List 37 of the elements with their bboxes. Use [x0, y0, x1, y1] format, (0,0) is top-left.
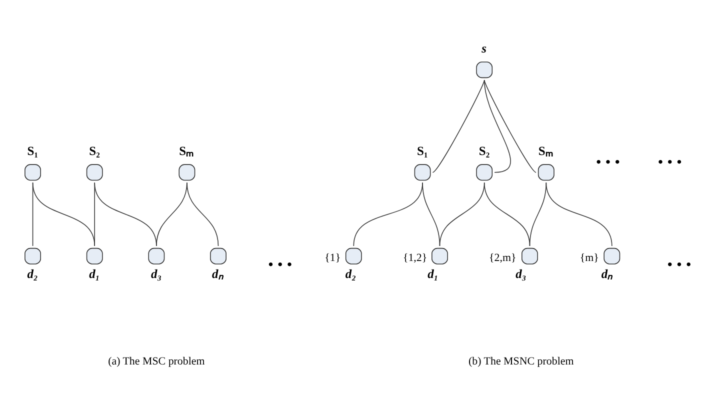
node-label: d₁	[89, 266, 100, 280]
label: (b) The MSNC problem	[468, 355, 574, 368]
node-label: {1,2}	[402, 251, 428, 264]
node-label: Sₘ	[538, 144, 554, 158]
connector	[94, 182, 95, 246]
node-label: {2,m}	[489, 251, 516, 264]
connector	[484, 79, 511, 172]
label: • • •	[658, 153, 682, 170]
connector	[546, 182, 612, 246]
node-label: {1}	[324, 251, 341, 264]
node-label: {m}	[580, 251, 599, 264]
node-label: Sₘ	[179, 144, 194, 158]
node-label: S₁	[417, 144, 428, 158]
node-label: dₙ	[212, 266, 224, 280]
node-label: d₃	[516, 266, 526, 280]
connector	[484, 79, 536, 172]
node-label: dₙ	[601, 266, 613, 280]
connector	[484, 182, 530, 246]
node-label: s	[482, 40, 486, 55]
node-label: S₁	[27, 144, 38, 158]
connector	[353, 182, 423, 246]
label: • • •	[268, 256, 292, 273]
label: • • •	[667, 256, 692, 273]
connector	[529, 182, 547, 246]
node-label: d₁	[428, 266, 438, 280]
connector	[186, 182, 219, 246]
label: • • •	[596, 153, 620, 170]
node-label: d₂	[345, 266, 356, 280]
connector	[32, 182, 95, 246]
connector	[94, 182, 157, 246]
connector	[32, 182, 34, 246]
node-label: d₂	[27, 266, 38, 280]
connector	[432, 79, 485, 172]
label: (a) The MSC problem	[108, 355, 205, 368]
node-label: d₃	[150, 266, 162, 280]
node-label: S₂	[478, 144, 490, 158]
node-label: S₂	[89, 144, 100, 158]
